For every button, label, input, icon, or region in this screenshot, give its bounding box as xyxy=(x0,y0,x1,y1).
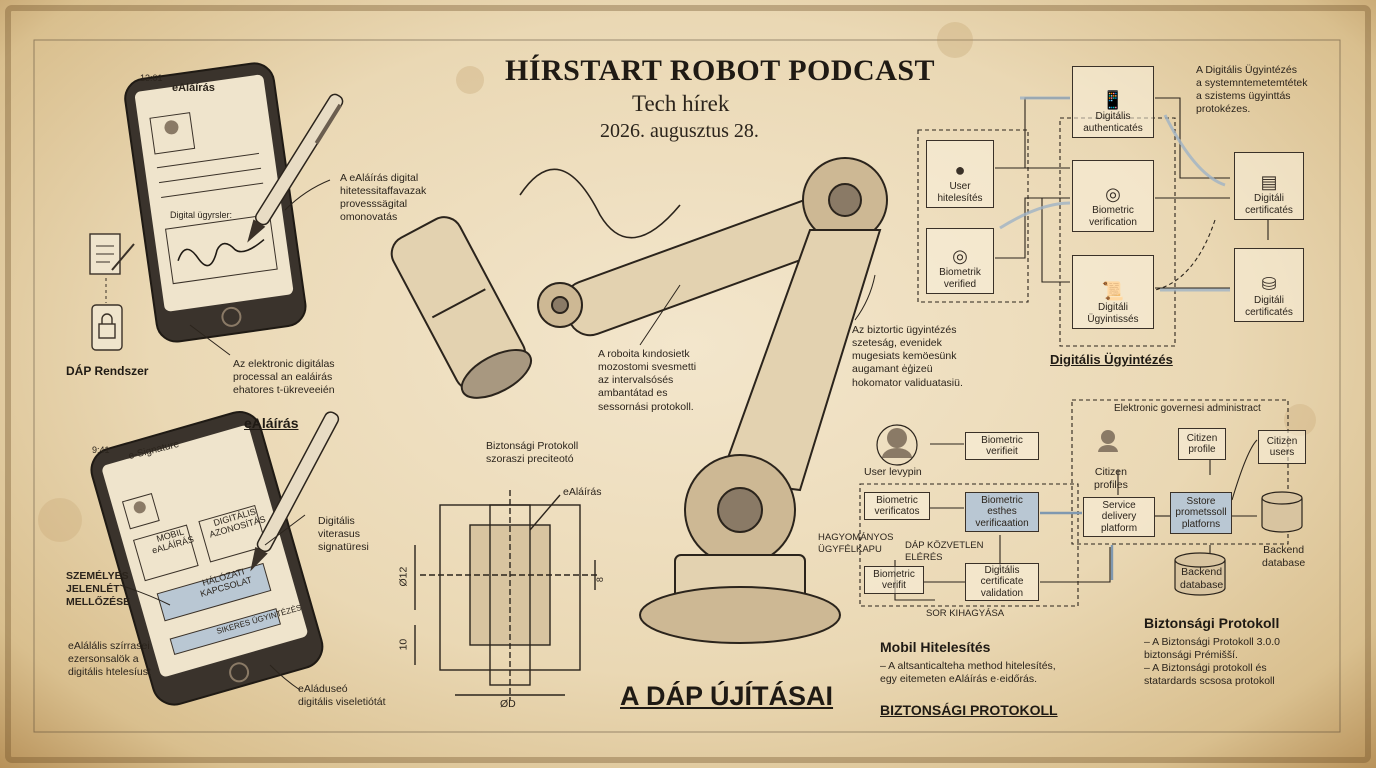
biztonsagi-protokoll-body: – A Biztonsági Protokoll 3.0.0 biztonság… xyxy=(1144,636,1281,688)
podcast-title: HÍRSTART ROBOT PODCAST xyxy=(505,54,936,87)
dap-rendszer-label: DÁP Rendszer xyxy=(66,364,149,378)
node-biometric-verification: ◎ Biometric verification xyxy=(1072,160,1154,232)
database-shield-icon: ⛁ xyxy=(1261,274,1277,294)
main-title: A DÁP ÚJÍTÁSAI xyxy=(620,681,834,711)
document-icon xyxy=(89,233,135,275)
mobil-hitelesites-body: – A altsanticalteha method hitelesítés, … xyxy=(880,660,1056,686)
node-user-hitelesites: ● User hitelesítés xyxy=(926,140,994,208)
pen-top-illustration xyxy=(247,93,344,243)
podcast-date: 2026. augusztus 28. xyxy=(600,120,759,142)
note-biztortic: Az biztortic ügyintézés szeteság, evenid… xyxy=(852,324,963,389)
hagyomanyos-ugyfelkapu-label: HAGYOMÁNYOS ÜGYFÉLKAPU xyxy=(818,532,894,555)
user-icon: ● xyxy=(954,160,966,180)
fingerprint-icon: ◎ xyxy=(1105,184,1121,204)
citizen-profiles-label: Citizen profiles xyxy=(1094,466,1128,492)
phone2-time: 9:41 xyxy=(92,445,110,455)
dim-label-d: 8 xyxy=(594,577,605,583)
note-digitalis-viterasus: Digitális viterasus signatüresi xyxy=(318,515,369,554)
backend-database-2: Backend database xyxy=(1180,566,1224,592)
node-digitalis-certificate-validation: Digitális certificate validation xyxy=(965,563,1039,601)
note-eladuseo: eAláduseó digitális viseletiótát xyxy=(298,683,386,709)
node-digitali-ugyintisses: 📜 Digitáli Ügyintissés xyxy=(1072,255,1154,329)
digitalis-ugyintezes-heading: Digitális Ügyintézés xyxy=(1050,352,1173,367)
pen-bottom-illustration xyxy=(250,411,340,572)
note-digitalis-ugyintezes: A Digitális Ügyintézés a systemntemetemt… xyxy=(1196,64,1308,116)
robot-arm-illustration xyxy=(390,157,888,644)
phone1-time: 13:01 xyxy=(140,73,163,83)
database-icons xyxy=(1174,491,1303,596)
fingerprint-icon: ◎ xyxy=(952,246,968,266)
dim-label-b: 10 xyxy=(397,638,410,651)
phone-bottom-illustration xyxy=(90,411,324,706)
ealairas-heading: eAláírás xyxy=(244,415,299,431)
sor-kihagyasa-label: SOR KIHAGYÁSA xyxy=(926,608,1005,619)
node-citizen-profile: Citizen profile xyxy=(1178,428,1226,460)
dap-kozvetlen-label: DÁP KÖZVETLEN ELÉRÉS xyxy=(905,540,984,563)
dim-label-a: Ø12 xyxy=(397,566,410,587)
technical-drawing xyxy=(414,490,600,700)
node-service-delivery: Service delivery platform xyxy=(1083,497,1155,537)
note-elektronic: Az elektronic digitálas processal an eal… xyxy=(233,358,335,397)
backend-database-1: Backend database xyxy=(1262,544,1306,570)
biztonsagi-protokoll-heading: Biztonsági Protokoll xyxy=(1144,615,1280,631)
drawing-ealairas-label: eAláírás xyxy=(563,486,602,498)
phone1-screen-title: eAláírás xyxy=(172,82,215,94)
node-digitalis-authenticates: 📱 Digitális authenticatés xyxy=(1072,66,1154,138)
node-biometric-verifieit: Biometric verifieit xyxy=(965,432,1039,460)
id-card-icon: ▤ xyxy=(1260,172,1278,192)
note-ealairas-digital: A eAláírás digital hitetessitaffavazak p… xyxy=(340,172,427,224)
podcast-subtitle: Tech hírek xyxy=(632,91,730,116)
node-biometric-verificatos: Biometric verificatos xyxy=(864,492,930,520)
note-roboita: A roboita kındosietk mozostomi svesmetti… xyxy=(598,348,697,413)
user-levypin-label: User levypin xyxy=(864,466,922,478)
lock-icon xyxy=(91,304,123,351)
node-digitali-certificates-1: ▤ Digitáli certificatés xyxy=(1234,152,1304,220)
node-citizen-users: Citizen users xyxy=(1258,430,1306,464)
mobil-hitelesites-heading: Mobil Hitelesítés xyxy=(880,639,991,655)
phone-top-illustration xyxy=(124,62,307,343)
biztonsagi-protokoll-caps: BIZTONSÁGI PROTOKOLL xyxy=(880,702,1058,718)
node-digitali-certificates-2: ⛁ Digitáli certificatés xyxy=(1234,248,1304,322)
note-ealalalis: eAlálális szírrasei ezersonsalök a digit… xyxy=(68,640,151,679)
admin-group-label: Elektronic governesi administract xyxy=(1114,403,1261,414)
phone-lock-icon: 📱 xyxy=(1101,90,1125,110)
node-store-platforns: Sstore prometssoll platforns xyxy=(1170,492,1232,534)
phone1-signature-label: Digital ügyrsler: xyxy=(170,210,233,220)
dim-label-c: ØD xyxy=(500,698,516,710)
note-biztonsagi-protokoll: Biztonsági Protokoll szoraszi preciteotó xyxy=(486,440,579,466)
node-biometric-verifit: Biometric verifit xyxy=(864,566,924,594)
certificate-icon: 📜 xyxy=(1101,281,1125,301)
node-biometric-esthes: Biometric esthes verificaation xyxy=(965,492,1039,532)
node-biometrik-verified: ◎ Biometrik verified xyxy=(926,228,994,294)
user-silhouettes xyxy=(882,428,1118,458)
note-szemelyes-jelenlet: SZEMÉLYES JELENLÉT MELLŐZÉSE xyxy=(66,570,131,609)
